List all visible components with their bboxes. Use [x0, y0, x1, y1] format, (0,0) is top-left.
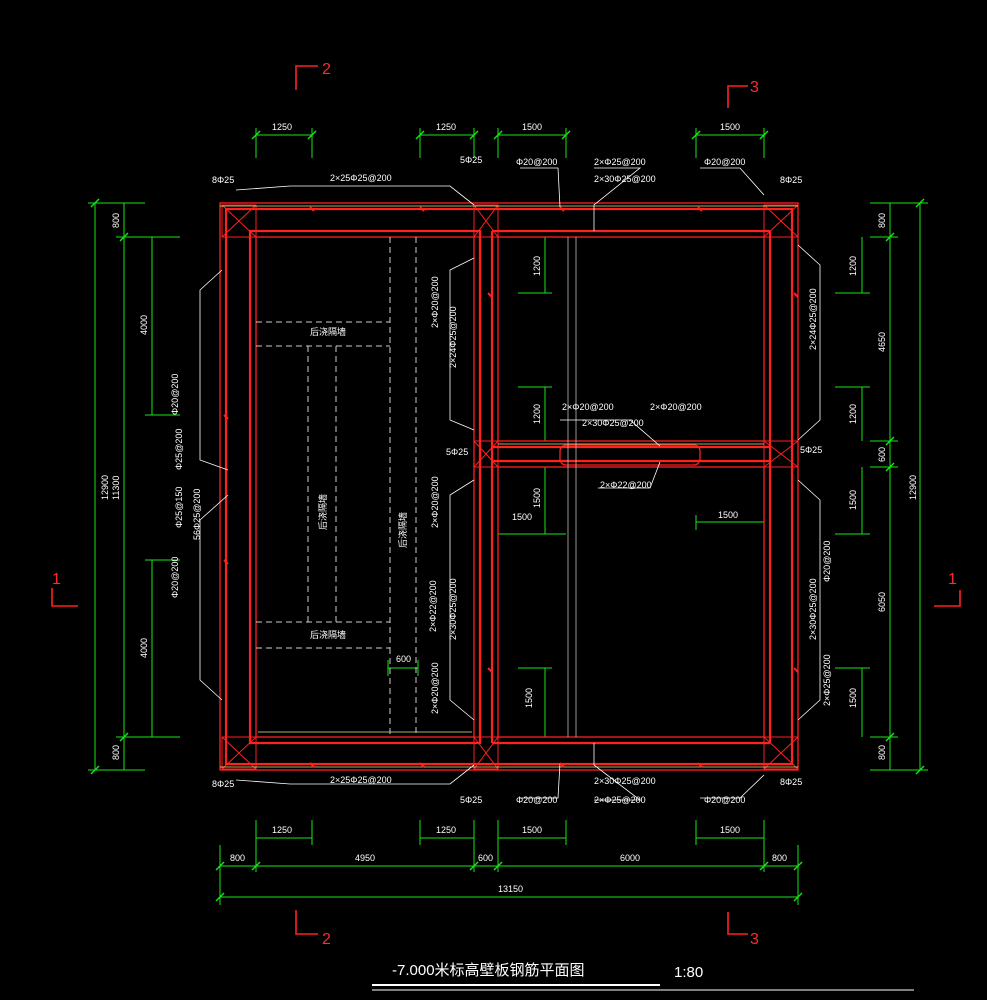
- dim-right-1200-a: 1200: [848, 256, 858, 276]
- note-bot-2x25: 2×25Φ25@200: [330, 775, 392, 785]
- note-tr-8d25: 8Φ25: [780, 175, 802, 185]
- dim-left-4000-top: 4000: [139, 315, 149, 335]
- dim-left-800-top: 800: [111, 213, 121, 228]
- note-v-2x22: 2×Φ22@200: [428, 580, 438, 632]
- dim-right-600: 600: [877, 447, 887, 462]
- section-mark-2-top: 2: [322, 61, 331, 78]
- note-bot-2x25b: 2×Φ25@200: [594, 795, 646, 805]
- note-mid-2x20-a: 2×Φ20@200: [562, 402, 614, 412]
- hatch-label-2: 后浇隔墙: [317, 494, 328, 530]
- dim-bot-600: 600: [478, 853, 493, 863]
- dim-inner-1200-a: 1200: [532, 256, 542, 276]
- dim-left-800-bottom: 800: [111, 745, 121, 760]
- drawing-scale: 1:80: [674, 964, 703, 981]
- dim-bot-800-right: 800: [772, 853, 787, 863]
- dim-inner-1500-c: 1500: [718, 510, 738, 520]
- dim-bot-800-left: 800: [230, 853, 245, 863]
- dim-bot-1250-b: 1250: [436, 825, 456, 835]
- dim-inner-1500-a: 1500: [532, 488, 542, 508]
- note-bot-d20-right: Φ20@200: [704, 795, 745, 805]
- leader-lines: [199, 167, 821, 801]
- note-top-2x25b: 2×Φ25@200: [594, 157, 646, 167]
- drawing-title: -7.000米标高壁板钢筋平面图: [392, 961, 585, 979]
- note-bl-8d25: 8Φ25: [212, 779, 234, 789]
- rebar-annotations: 8Φ25 2×25Φ25@200 5Φ25 Φ20@200 2×Φ25@200 …: [170, 155, 832, 805]
- note-top-5d25: 5Φ25: [460, 155, 482, 165]
- note-br-8d25: 8Φ25: [780, 777, 802, 787]
- dim-top-1500-b: 1500: [720, 122, 740, 132]
- rebar-ticks: [223, 206, 799, 768]
- hatch-label-4: 后浇隔墙: [310, 629, 346, 640]
- note-left-d20-a: Φ20@200: [170, 374, 180, 415]
- dim-right-6050: 6050: [877, 592, 887, 612]
- note-v-2x20-a: 2×Φ20@200: [430, 276, 440, 328]
- section-mark-3-top: 3: [750, 79, 759, 96]
- dim-bot-4950: 4950: [355, 853, 375, 863]
- dim-right-1500-a: 1500: [848, 490, 858, 510]
- dim-bot-1500-b: 1500: [720, 825, 740, 835]
- dim-right-1500-b: 1500: [848, 688, 858, 708]
- section-mark-1-left: 1: [52, 571, 61, 588]
- note-top-d20-right: Φ20@200: [704, 157, 745, 167]
- note-left-d25-b: Φ25@150: [174, 487, 184, 528]
- dimension-lines: [88, 128, 928, 905]
- note-right-2x30: 2×30Φ25@200: [808, 578, 818, 640]
- dim-inner-1500-d: 1500: [524, 688, 534, 708]
- note-right-d20: Φ20@200: [822, 541, 832, 582]
- note-v-2x20-c: 2×Φ20@200: [430, 662, 440, 714]
- post-pour-partitions: [256, 237, 417, 737]
- section-mark-3-bottom: 3: [750, 931, 759, 948]
- note-v-2x20-b: 2×Φ20@200: [430, 476, 440, 528]
- note-mid-5d25-left: 5Φ25: [446, 447, 468, 457]
- centerlines: [220, 205, 798, 768]
- dim-left-11300: 11300: [111, 476, 121, 500]
- note-mid-5d25-right: 5Φ25: [800, 445, 822, 455]
- section-mark-2-bottom: 2: [322, 931, 331, 948]
- hatch-label-1: 后浇隔墙: [310, 326, 346, 337]
- note-left-d25-a: Φ25@200: [174, 429, 184, 470]
- note-left-d20-b: Φ20@200: [170, 557, 180, 598]
- note-bot-5d25: 5Φ25: [460, 795, 482, 805]
- dim-bot-6000: 6000: [620, 853, 640, 863]
- dim-inner-600: 600: [396, 654, 411, 664]
- dim-bot-1500-a: 1500: [522, 825, 542, 835]
- dim-right-800-top: 800: [877, 213, 887, 228]
- note-v-2x30: 2×30Φ25@200: [448, 578, 458, 640]
- note-right-2x24: 2×24Φ25@200: [808, 288, 818, 350]
- dim-inner-1200-b: 1200: [532, 404, 542, 424]
- note-tl-8d25: 8Φ25: [212, 175, 234, 185]
- note-bot-2x30: 2×30Φ25@200: [594, 776, 656, 786]
- note-v-2x24: 2×24Φ25@200: [448, 306, 458, 368]
- wall-structure: [219, 202, 799, 771]
- section-marks: [51, 65, 961, 935]
- dim-top-1500-a: 1500: [522, 122, 542, 132]
- section-mark-1-right: 1: [948, 571, 957, 588]
- dim-total-13150: 13150: [498, 884, 523, 894]
- note-mid-2x20-b: 2×Φ20@200: [650, 402, 702, 412]
- note-top-2x30: 2×30Φ25@200: [594, 174, 656, 184]
- dim-left-4000-bottom: 4000: [139, 638, 149, 658]
- note-right-2x25: 2×Φ25@200: [822, 654, 832, 706]
- dimension-text: 1250 1250 1500 1500 1250 1250 1500 1500 …: [100, 122, 918, 894]
- hatch-label-3: 后浇隔墙: [397, 512, 408, 548]
- note-top-2x25: 2×25Φ25@200: [330, 173, 392, 183]
- note-bot-d20-left: Φ20@200: [516, 795, 557, 805]
- dim-right-1200-b: 1200: [848, 404, 858, 424]
- note-mid-2x22: 2×Φ22@200: [600, 480, 652, 490]
- dim-bot-1250-a: 1250: [272, 825, 292, 835]
- note-top-d20-left: Φ20@200: [516, 157, 557, 167]
- dim-left-12900: 12900: [100, 475, 110, 500]
- dim-top-1250-b: 1250: [436, 122, 456, 132]
- dim-top-1250-a: 1250: [272, 122, 292, 132]
- dim-right-12900: 12900: [908, 475, 918, 500]
- note-mid-2x30: 2×30Φ25@200: [582, 418, 644, 428]
- note-left-56: 56Φ25@200: [192, 489, 202, 540]
- dim-right-800-bottom: 800: [877, 745, 887, 760]
- dim-right-4650: 4650: [877, 332, 887, 352]
- dim-inner-1500-b: 1500: [512, 512, 532, 522]
